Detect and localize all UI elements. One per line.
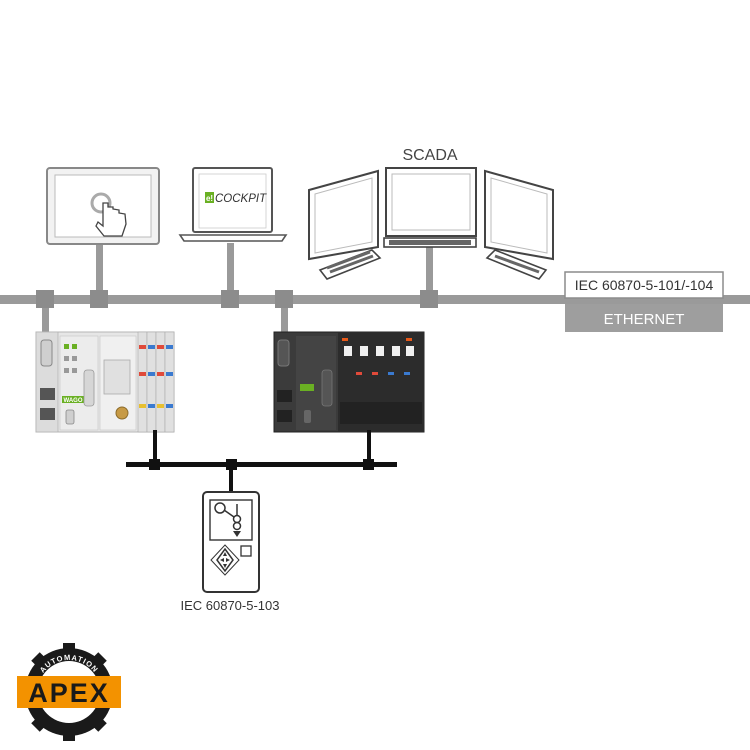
junction-4 <box>275 290 293 308</box>
drop-touch-panel <box>96 245 103 297</box>
logo-main-text: APEX <box>28 678 110 708</box>
cockpit-label: COCKPIT <box>215 193 267 205</box>
fieldbus-junction-1 <box>149 459 160 470</box>
fieldbus-drop-3 <box>229 465 233 492</box>
relay-device <box>202 491 260 593</box>
drop-laptop <box>227 243 234 297</box>
ethernet-box <box>565 304 723 332</box>
relay-device-icon <box>214 502 242 537</box>
fieldbus-junction-3 <box>363 459 374 470</box>
touch-panel <box>46 167 160 245</box>
junction-3 <box>221 290 239 308</box>
cockpit-badge-text: e! <box>206 194 213 203</box>
hand-pointer-icon <box>90 192 127 237</box>
apex-logo: AUTOMATION & MACHINE APEX <box>17 643 121 741</box>
junction-1 <box>36 290 54 308</box>
drop-scada <box>426 247 433 297</box>
drop-controller-right <box>281 300 288 334</box>
cockpit-badge <box>205 192 214 203</box>
ethernet-label: ETHERNET <box>604 311 685 328</box>
brand-wordmark-left: WAGO <box>64 398 83 404</box>
four-way-arrow-icon <box>210 544 240 576</box>
junction-5 <box>420 290 438 308</box>
drop-controller-left <box>42 300 49 334</box>
laptop-cockpit: e! COCKPIT <box>178 167 288 242</box>
controller-light: WAGO <box>35 331 175 433</box>
scada-workstation <box>308 167 554 280</box>
iec-101-104-box <box>564 271 724 299</box>
scada-label: SCADA <box>402 147 457 164</box>
fieldbus-drop-1 <box>153 430 157 465</box>
controller-dark <box>273 331 425 433</box>
fieldbus-junction-2 <box>226 459 237 470</box>
junction-2 <box>90 290 108 308</box>
ethernet-bus-line <box>0 295 750 304</box>
fieldbus-line <box>126 462 397 467</box>
iec-101-104-label: IEC 60870-5-101/-104 <box>575 277 714 293</box>
iec-103-label: IEC 60870-5-103 <box>180 598 279 613</box>
fieldbus-drop-2 <box>367 430 371 465</box>
